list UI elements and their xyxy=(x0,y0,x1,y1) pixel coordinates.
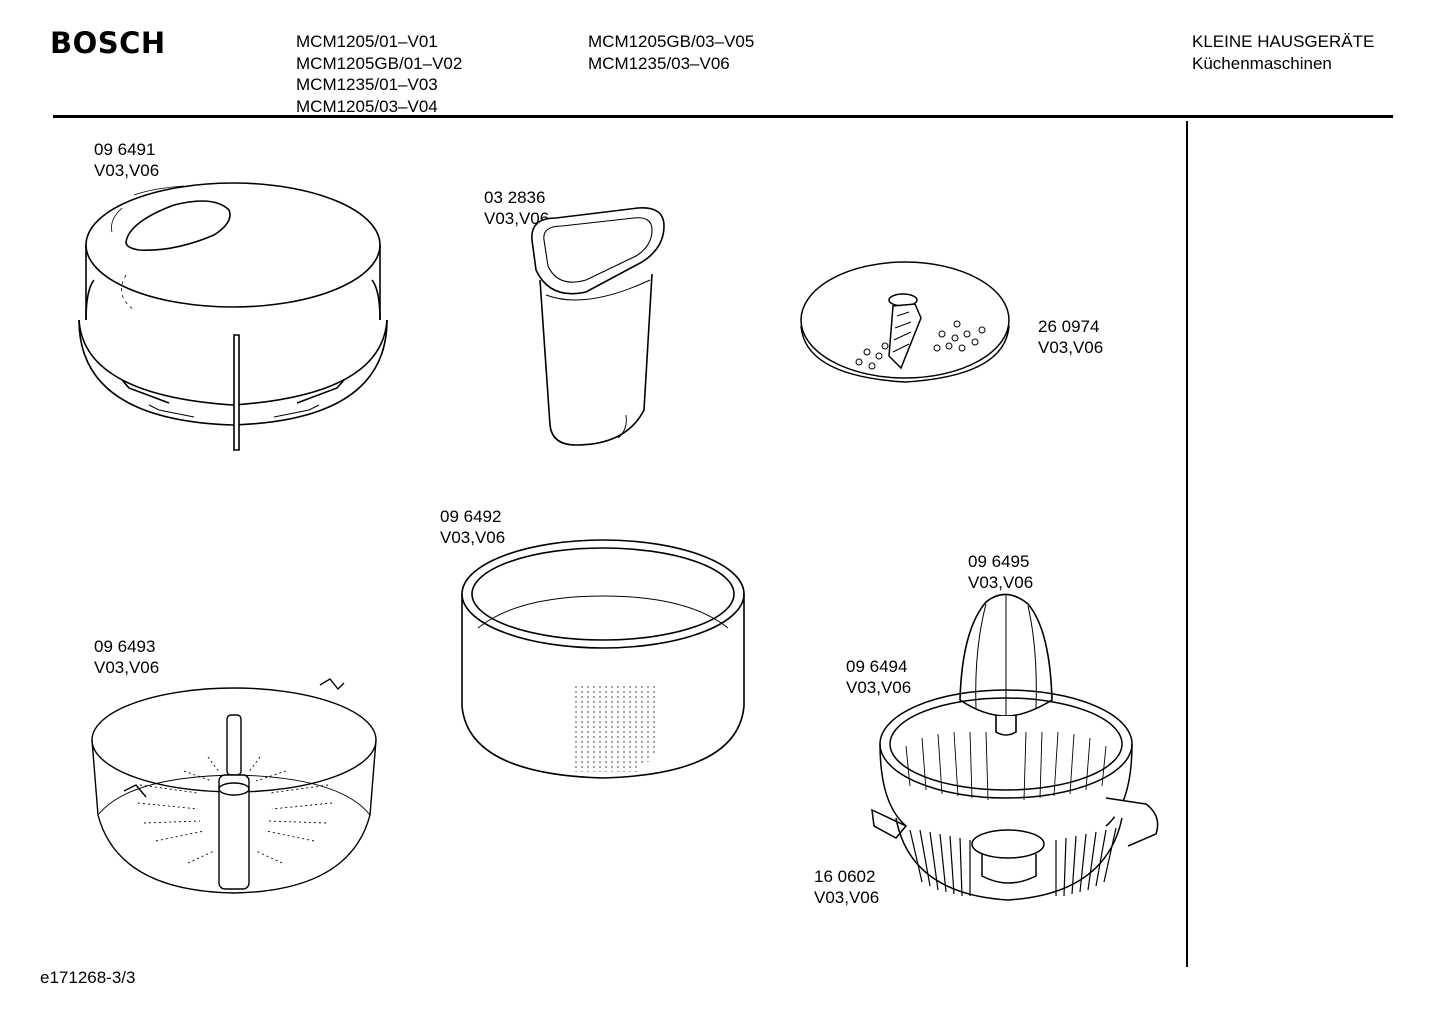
part-label: 09 6495 V03,V06 xyxy=(968,551,1033,593)
part-label: 03 2836 V03,V06 xyxy=(484,187,549,229)
model-code: MCM1235/01–V03 xyxy=(296,75,438,94)
category-title: KLEINE HAUSGERÄTE xyxy=(1192,32,1375,51)
part-label: 09 6492 V03,V06 xyxy=(440,506,505,548)
part-label: 26 0974 V03,V06 xyxy=(1038,316,1103,358)
juicer-bowl-icon xyxy=(866,676,1162,900)
part-number: 09 6494 xyxy=(846,657,908,676)
part-number: 09 6491 xyxy=(94,140,156,159)
column-divider xyxy=(1186,121,1188,967)
category-block: KLEINE HAUSGERÄTE Küchenmaschinen xyxy=(1192,31,1374,74)
lid-icon xyxy=(74,180,394,455)
part-variants: V03,V06 xyxy=(814,888,880,907)
part-label: 09 6491 V03,V06 xyxy=(94,139,159,181)
model-code: MCM1235/03–V06 xyxy=(588,53,730,73)
part-number: 26 0974 xyxy=(1038,317,1100,336)
part-variants: V03,V06 xyxy=(1038,338,1104,357)
model-code: MCM1205GB/01–V02 xyxy=(296,53,463,73)
part-variants: V03,V06 xyxy=(968,573,1034,592)
pusher-icon xyxy=(526,200,674,450)
part-variants: V03,V06 xyxy=(484,209,550,228)
part-variants: V03,V06 xyxy=(94,161,160,180)
basket-icon xyxy=(88,675,384,897)
part-number: 16 0602 xyxy=(814,867,876,886)
part-variants: V03,V06 xyxy=(846,678,912,697)
juicer-cone-icon xyxy=(956,590,1056,740)
model-code: MCM1205GB/03–V05 xyxy=(588,32,755,51)
part-label: 09 6494 V03,V06 xyxy=(846,656,911,698)
category-subtitle: Küchenmaschinen xyxy=(1192,53,1332,73)
ring-icon xyxy=(458,536,750,782)
part-number: 09 6495 xyxy=(968,552,1030,571)
part-label: 09 6493 V03,V06 xyxy=(94,636,159,678)
slicing-disc-icon xyxy=(797,236,1017,384)
model-list-1: MCM1205/01–V01 MCM1205GB/01–V02 MCM1235/… xyxy=(296,31,462,117)
model-code: MCM1205/01–V01 xyxy=(296,32,438,51)
model-list-2: MCM1205GB/03–V05 MCM1235/03–V06 xyxy=(588,31,754,74)
sieve-icon xyxy=(890,808,1130,904)
part-number: 09 6492 xyxy=(440,507,502,526)
part-number: 09 6493 xyxy=(94,637,156,656)
part-variants: V03,V06 xyxy=(440,528,506,547)
document-id: e171268-3/3 xyxy=(40,968,136,987)
part-variants: V03,V06 xyxy=(94,658,160,677)
brand-logo: BOSCH xyxy=(50,26,166,60)
part-number: 03 2836 xyxy=(484,188,546,207)
model-code: MCM1205/03–V04 xyxy=(296,96,438,116)
header-divider xyxy=(53,115,1393,118)
part-label: 16 0602 V03,V06 xyxy=(814,866,879,908)
